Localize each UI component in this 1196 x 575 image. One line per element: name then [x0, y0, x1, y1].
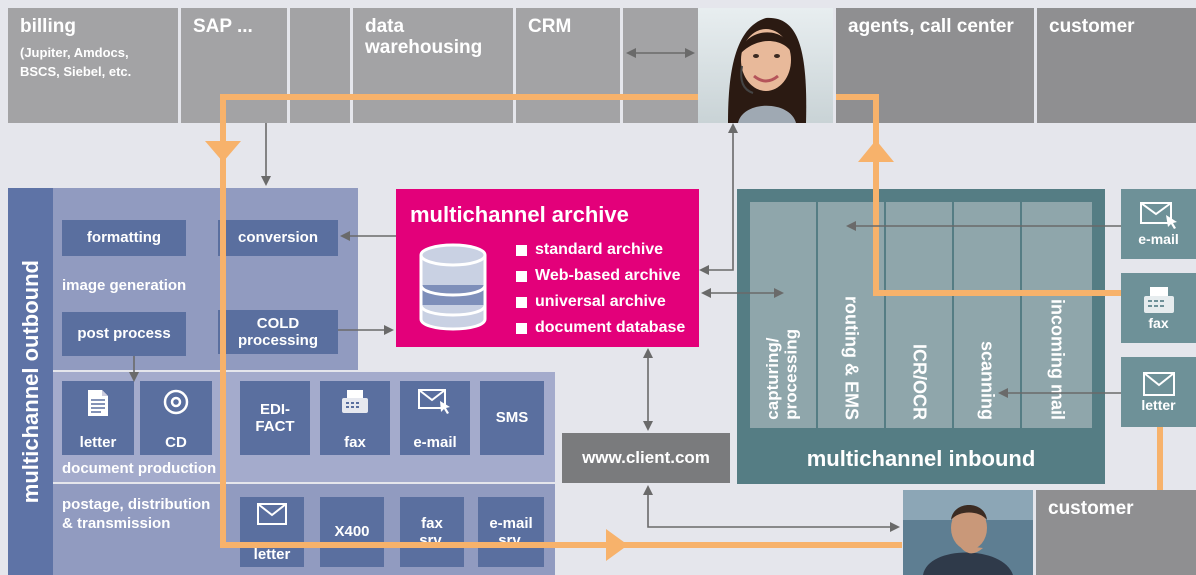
letter-production-button[interactable]: letter [62, 381, 134, 455]
envelope-icon [257, 503, 287, 525]
envelope-cursor-icon [418, 389, 450, 414]
data-warehousing-line1: data [365, 16, 405, 37]
client-website-box[interactable]: www.client.com [562, 433, 730, 483]
outbound-title: multichannel outbound [17, 259, 43, 504]
fax-output-button[interactable]: fax [320, 381, 390, 455]
formatting-button[interactable]: formatting [62, 220, 186, 256]
envelope-cursor-icon [1139, 202, 1177, 229]
cd-label: CD [165, 433, 187, 451]
scanning-label: scanning [977, 340, 998, 420]
incoming-mail-label: incoming mail [1047, 298, 1068, 420]
inbound-title: multichannel inbound [806, 446, 1036, 471]
postage-label-line2: & transmission [62, 515, 171, 532]
letter-inbound-button[interactable]: letter [1121, 357, 1196, 427]
agent-archive-arrow [699, 123, 738, 275]
outbound-flow-arrow-down [205, 141, 241, 162]
edifact-line1: EDI- [260, 400, 290, 418]
fax-inbound-button[interactable]: fax [1121, 273, 1196, 343]
agent-photo [698, 8, 833, 123]
inbound-flow-arrow-up [858, 140, 894, 162]
cold-line2: processing [237, 332, 319, 349]
database-icon [419, 243, 487, 331]
data-warehousing-box: data warehousing [353, 8, 513, 123]
conversion-button[interactable]: conversion [218, 220, 338, 256]
inbound-column-capturing[interactable]: capturing/processing [750, 202, 816, 428]
email-output-label: e-mail [413, 433, 457, 451]
document-production-label: document production [62, 460, 217, 477]
fax-inbound-label: fax [1148, 315, 1169, 331]
fax-icon [1143, 287, 1174, 313]
top-customer-box: customer [1037, 8, 1196, 123]
client-customer-arrow [643, 485, 900, 532]
inbound-column-icr[interactable]: ICR/OCR [886, 202, 952, 428]
fax-output-label: fax [344, 433, 366, 451]
billing-systems-line1: (Jupiter, Amdocs, [20, 44, 129, 60]
archive-item: Web-based archive [516, 263, 685, 289]
letter-transmission-button[interactable]: letter [240, 497, 304, 567]
client-website-label: www.client.com [582, 448, 710, 467]
cd-icon [163, 389, 189, 415]
inbound-column-routing[interactable]: routing & EMS [818, 202, 884, 428]
blank-box [290, 8, 350, 123]
sap-box: SAP ... [181, 8, 287, 123]
postage-label-line1: postage, distribution [62, 496, 211, 513]
archive-item: universal archive [516, 289, 685, 315]
crm-link-box [623, 8, 698, 123]
email-server-line1: e-mail [489, 514, 533, 532]
outbound-title-bar: multichannel outbound [8, 188, 53, 575]
archive-title: multichannel archive [410, 202, 629, 227]
fax-icon [342, 390, 368, 413]
icr-label: ICR/OCR [909, 344, 930, 420]
bottom-customer-box: customer [1036, 490, 1196, 575]
letter-inbound-label: letter [1141, 397, 1176, 413]
fax-server-button[interactable]: fax srv. [400, 497, 464, 567]
cold-line1: COLD [256, 314, 300, 332]
multichannel-archive-box[interactable]: multichannel archive standard archive We… [396, 189, 699, 347]
crm-box: CRM [516, 8, 620, 123]
sms-button[interactable]: SMS [480, 381, 544, 455]
data-warehousing-line2: warehousing [365, 36, 483, 58]
fax-server-line2: srv. [419, 532, 445, 549]
inbound-column-incoming-mail[interactable]: incoming mail [1022, 202, 1092, 428]
capturing-label: capturing/processing [763, 329, 801, 420]
letter-transmission-label: letter [253, 545, 291, 563]
outbound-flow-arrow-right [606, 529, 628, 561]
top-customer-label: customer [1049, 16, 1135, 37]
agents-call-center-box: agents, call center [836, 8, 1034, 123]
fax-server-line1: fax [421, 514, 443, 532]
x400-button[interactable]: X400 [320, 497, 384, 567]
email-server-button[interactable]: e-mail srv. [478, 497, 544, 567]
document-icon [88, 390, 108, 416]
customer-photo [903, 490, 1033, 575]
bottom-customer-label: customer [1048, 498, 1134, 519]
post-process-button[interactable]: post process [62, 312, 186, 356]
edifact-button[interactable]: EDI- FACT [240, 381, 310, 455]
crm-label: CRM [528, 16, 572, 37]
billing-title: billing [20, 16, 76, 37]
email-inbound-button[interactable]: e-mail [1121, 189, 1196, 259]
email-inbound-label: e-mail [1138, 231, 1179, 247]
agents-label: agents, call center [848, 16, 1014, 37]
edifact-line2: FACT [255, 418, 295, 435]
sap-label: SAP ... [193, 16, 253, 37]
cd-production-button[interactable]: CD [140, 381, 212, 455]
email-output-button[interactable]: e-mail [400, 381, 470, 455]
inbound-column-scanning[interactable]: scanning [954, 202, 1020, 428]
billing-box: billing (Jupiter, Amdocs, BSCS, Siebel, … [8, 8, 178, 123]
archive-item: document database [516, 315, 685, 341]
email-server-line2: srv. [498, 532, 524, 549]
billing-systems-line2: BSCS, Siebel, etc. [20, 63, 132, 79]
envelope-icon [1142, 372, 1175, 396]
routing-label: routing & EMS [841, 296, 862, 420]
letter-production-label: letter [79, 433, 117, 451]
cold-processing-button[interactable]: COLD processing [218, 310, 338, 354]
image-generation-label: image generation [62, 277, 187, 294]
archive-item: standard archive [516, 237, 685, 263]
